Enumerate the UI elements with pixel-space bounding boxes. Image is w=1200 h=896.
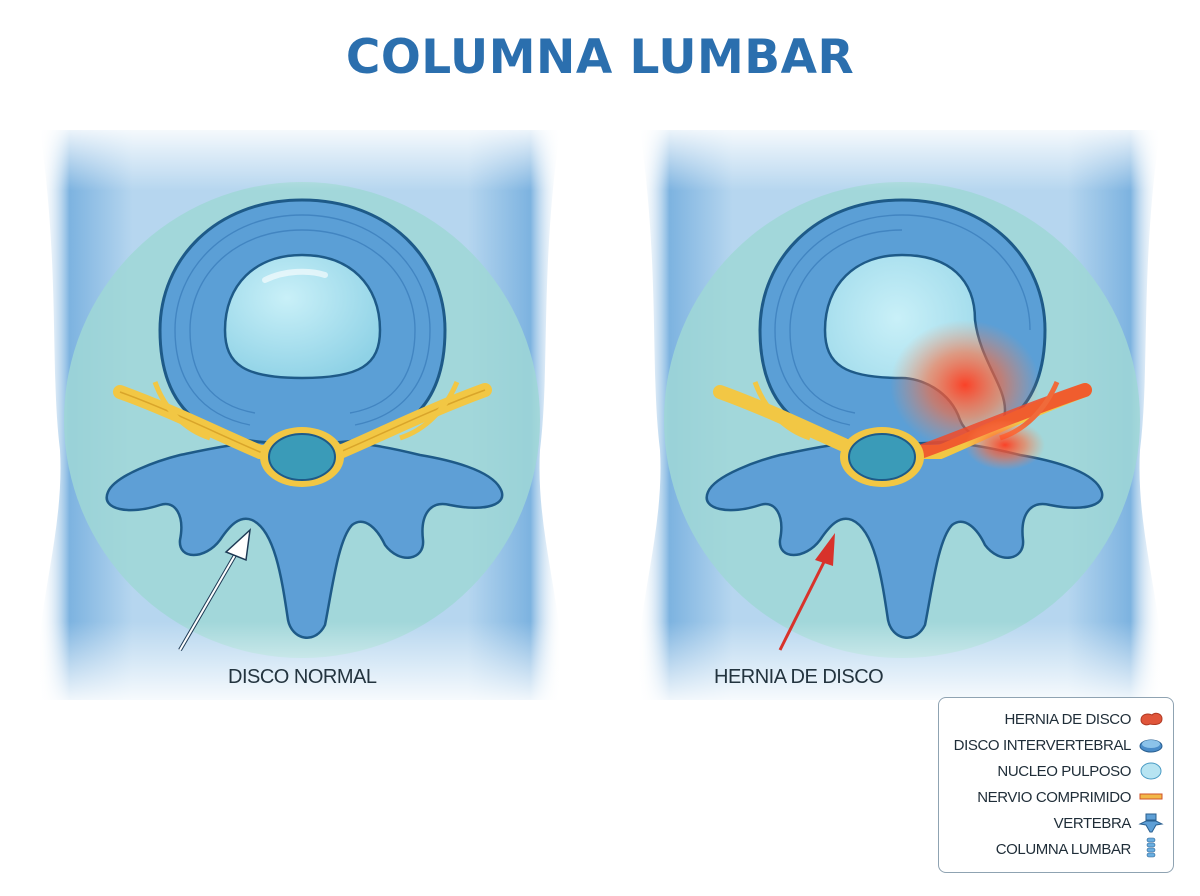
intervertebral-disc-icon (1137, 734, 1165, 756)
legend-item-vertebra: VERTEBRA (1054, 812, 1165, 834)
legend-item-nervio-comprimido: NERVIO COMPRIMIDO (977, 786, 1165, 808)
compressed-nerve-icon (1137, 786, 1165, 808)
legend-item-disco-intervertebral: DISCO INTERVERTEBRAL (954, 734, 1165, 756)
nucleus-pulposus-icon (1137, 760, 1165, 782)
vertebra-icon (1137, 812, 1165, 834)
lumbar-spine-icon (1137, 837, 1165, 860)
herniated-disc-icon (1137, 708, 1165, 730)
label-hernia-de-disco: HERNIA DE DISCO (714, 666, 884, 688)
legend-item-columna-lumbar: COLUMNA LUMBAR (996, 837, 1165, 860)
herniated-disc-illustration (620, 120, 1180, 710)
normal-disc-illustration (20, 120, 580, 710)
page-title: COLUMNA LUMBAR (345, 30, 855, 85)
label-disco-normal: DISCO NORMAL (228, 666, 377, 688)
legend-item-hernia: HERNIA DE DISCO (1004, 708, 1165, 730)
legend: HERNIA DE DISCO DISCO INTERVERTEBRAL NUC… (938, 697, 1174, 873)
pointer-arrow-white (178, 528, 252, 652)
panel-normal-disc (20, 120, 580, 710)
panel-herniated-disc (620, 120, 1180, 710)
legend-item-nucleo-pulposo: NUCLEO PULPOSO (997, 760, 1165, 782)
pointer-arrow-red (778, 533, 835, 651)
